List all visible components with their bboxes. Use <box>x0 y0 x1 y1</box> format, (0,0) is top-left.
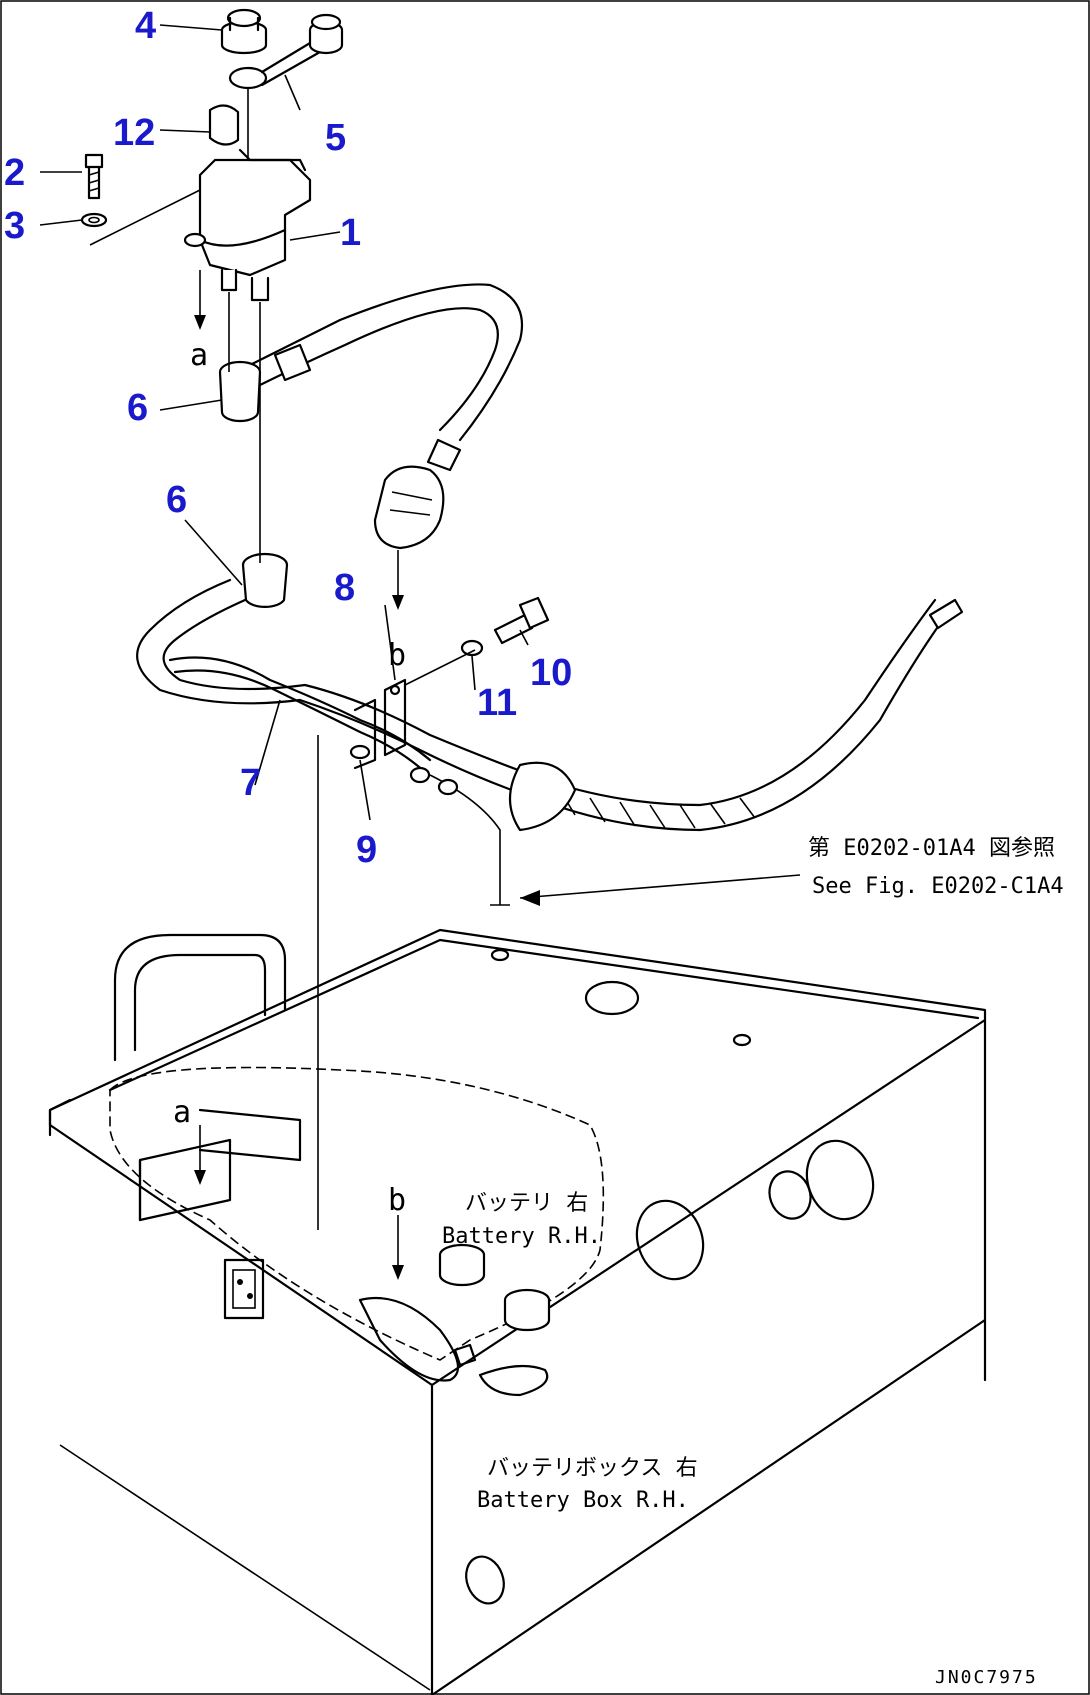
battery-box <box>48 928 987 1695</box>
callout-10: 10 <box>530 652 572 694</box>
battery-label-en: Battery R.H. <box>442 1224 601 1249</box>
battery-box-label-jp: バッテリボックス 右 <box>487 1456 698 1481</box>
marker-b-top: b <box>388 638 406 673</box>
harness-connectors <box>409 766 459 796</box>
battery-relay <box>183 148 312 302</box>
terminal-cap <box>220 8 268 55</box>
washer <box>80 212 108 228</box>
battery-rh <box>109 1066 605 1397</box>
marker-a-bottom: a <box>173 1095 191 1130</box>
connector-block <box>223 1258 265 1320</box>
marker-b-bottom: b <box>388 1183 406 1218</box>
callout-9: 9 <box>356 829 377 871</box>
see-fig-note-en: See Fig. E0202-C1A4 <box>812 874 1064 899</box>
callout-4: 4 <box>135 5 156 47</box>
callout-11: 11 <box>477 682 517 724</box>
cover-piece <box>208 104 240 146</box>
clip <box>349 744 371 760</box>
clamp-bracket <box>353 678 407 770</box>
cable-upper <box>218 283 524 550</box>
drawing-code: JN0C7975 <box>935 1667 1038 1688</box>
callout-6-upper: 6 <box>127 387 148 429</box>
callout-3: 3 <box>4 205 25 247</box>
washer-11 <box>460 639 484 657</box>
bolt <box>84 153 104 200</box>
callout-8: 8 <box>334 567 355 609</box>
callout-12: 12 <box>113 112 155 154</box>
marker-a-top: a <box>190 338 208 373</box>
battery-box-label-en: Battery Box R.H. <box>477 1488 689 1513</box>
bolt-10 <box>493 596 550 645</box>
callout-1: 1 <box>340 212 361 254</box>
wiring-harness <box>168 656 510 906</box>
battery-label-jp: バッテリ 右 <box>465 1191 588 1216</box>
callout-2: 2 <box>4 152 25 194</box>
callout-7: 7 <box>240 762 261 804</box>
callout-6-lower: 6 <box>166 479 187 521</box>
cable-lower <box>136 552 964 832</box>
leader-lines <box>39 24 801 1280</box>
callout-5: 5 <box>325 117 346 159</box>
see-fig-note-jp: 第 E0202-01A4 図参照 <box>808 836 1055 861</box>
cover-strap <box>228 13 344 90</box>
